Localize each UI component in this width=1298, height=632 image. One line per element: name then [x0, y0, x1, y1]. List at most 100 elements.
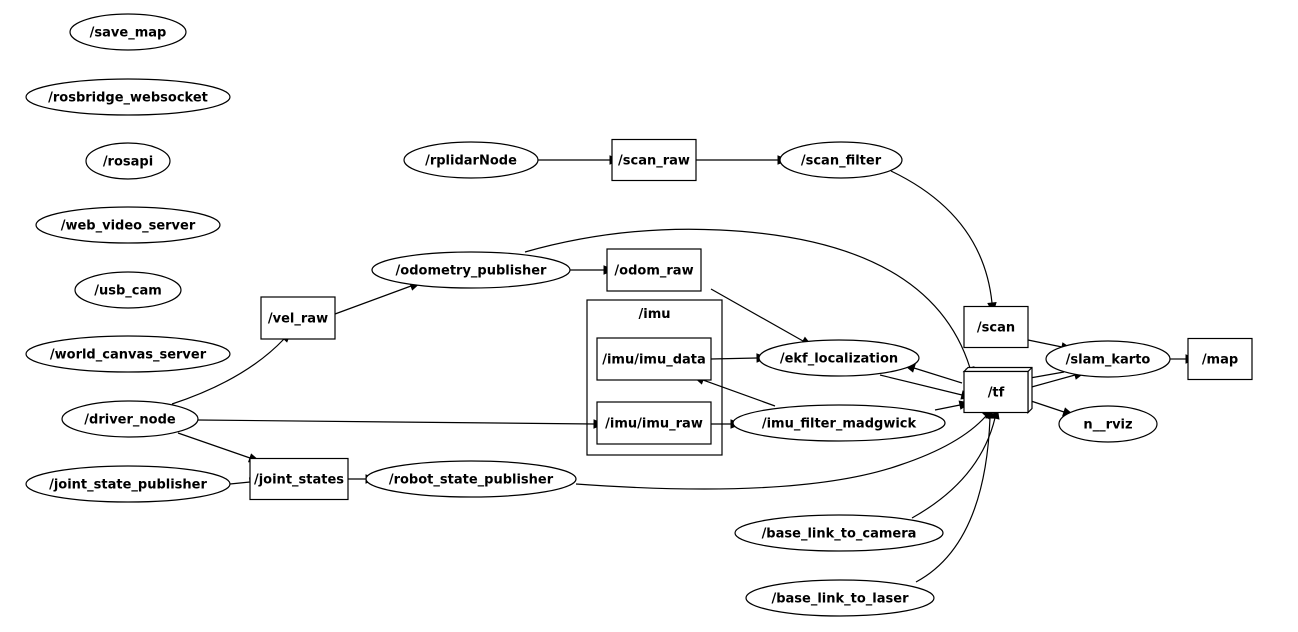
node-label: /driver_node [84, 413, 176, 428]
node-vel-raw[interactable]: /vel_raw [260, 296, 336, 340]
node-scan[interactable]: /scan [963, 305, 1029, 349]
node-imu-imu-data[interactable]: /imu/imu_data [596, 337, 712, 381]
node-save-map[interactable]: /save_map [69, 13, 187, 51]
node-base-link-to-camera[interactable]: /base_link_to_camera [734, 514, 944, 552]
edge-line [1029, 371, 1065, 379]
node-base-link-to-laser[interactable]: /base_link_to_laser [745, 579, 935, 617]
node-label: /save_map [90, 26, 167, 41]
node-ellipse [85, 142, 171, 180]
node-world-canvas-server[interactable]: /world_canvas_server [25, 335, 231, 373]
node-label: /base_link_to_camera [762, 527, 917, 542]
edge-line [575, 415, 987, 490]
edge-line [334, 285, 412, 315]
node-ellipse [732, 404, 946, 442]
edge-line [1027, 339, 1063, 348]
edge-driver-node-to-joint-states [177, 432, 261, 463]
node-label: /robot_state_publisher [389, 473, 554, 488]
node-ellipse [371, 251, 571, 289]
node-ekf-localization[interactable]: /ekf_localization [758, 339, 920, 377]
node-label: /rplidarNode [425, 154, 517, 169]
node-label: /scan [977, 321, 1015, 336]
edge-line [915, 417, 991, 583]
edge-line [710, 357, 758, 360]
node-ellipse [403, 141, 539, 179]
edge-line [177, 432, 251, 459]
node-joint-states[interactable]: /joint_states [249, 457, 349, 501]
node-label: /usb_cam [94, 284, 162, 299]
node-label: /scan_filter [801, 154, 882, 169]
node-label: /imu/imu_raw [605, 417, 703, 432]
edge-line [171, 338, 285, 405]
edge-line [1027, 374, 1076, 389]
node-label: /odometry_publisher [396, 264, 547, 279]
node-ellipse [25, 465, 231, 503]
node-rosbridge-websocket[interactable]: /rosbridge_websocket [25, 78, 231, 116]
edge-base-link-to-laser-to-tf [915, 406, 995, 583]
node-label: /imu_filter_madgwick [762, 417, 917, 432]
node-ellipse [745, 579, 935, 617]
edge-line [197, 419, 595, 425]
node-odometry-publisher[interactable]: /odometry_publisher [371, 251, 571, 289]
node-joint-state-publisher[interactable]: /joint_state_publisher [25, 465, 231, 503]
node-imu-imu-raw[interactable]: /imu/imu_raw [596, 401, 712, 445]
node-robot-state-publisher[interactable]: /robot_state_publisher [365, 460, 577, 498]
node-tf[interactable]: /tf [962, 366, 1033, 414]
node-box [963, 305, 1029, 349]
node-box [611, 138, 697, 182]
node-label: /map [1202, 353, 1238, 368]
node-usb-cam[interactable]: /usb_cam [74, 271, 182, 309]
edge-scan-filter-to-scan [890, 170, 997, 315]
edge-line [229, 481, 251, 485]
node-imu-filter-madgwick[interactable]: /imu_filter_madgwick [732, 404, 946, 442]
node-box [596, 401, 712, 445]
node-box [249, 457, 349, 501]
node-n-rviz[interactable]: n__rviz [1058, 405, 1158, 443]
node-label: /rosbridge_websocket [48, 91, 208, 106]
node-rplidarNode[interactable]: /rplidarNode [403, 141, 539, 179]
node-rosapi[interactable]: /rosapi [85, 142, 171, 180]
edge-line [702, 379, 776, 407]
edge-driver-node-to-imu-imu-raw [197, 419, 606, 429]
edge-vel-raw-to-odometry-publisher [334, 281, 422, 315]
node-label: n__rviz [1083, 418, 1132, 433]
node-slam-karto[interactable]: /slam_karto [1045, 340, 1171, 378]
node-web-video-server[interactable]: /web_video_server [35, 206, 221, 244]
node-ellipse [74, 271, 182, 309]
node-label: /web_video_server [61, 219, 196, 234]
node-box [596, 337, 712, 381]
node-ellipse [779, 141, 903, 179]
node-label: /world_canvas_server [50, 348, 207, 363]
node-ellipse [25, 78, 231, 116]
edge-line [879, 374, 963, 396]
node-odom-raw[interactable]: /odom_raw [606, 248, 702, 292]
node-driver-node[interactable]: /driver_node [61, 400, 199, 438]
cluster-label: /imu [638, 307, 670, 322]
edge-line [524, 228, 971, 369]
node-label: /base_link_to_laser [771, 592, 909, 607]
edge-tf-to-n-rviz [1027, 399, 1075, 417]
node-ellipse [758, 339, 920, 377]
edge-line [934, 404, 961, 411]
node-label: /imu/imu_data [602, 353, 706, 368]
node-label: /ekf_localization [780, 352, 898, 367]
node-box [260, 296, 336, 340]
node-ellipse [61, 400, 199, 438]
node-ellipse [69, 13, 187, 51]
node-scan-raw[interactable]: /scan_raw [611, 138, 697, 182]
node-ellipse [25, 335, 231, 373]
node-label: /odom_raw [614, 264, 693, 279]
edge-line [1027, 399, 1065, 413]
node-label: /tf [988, 386, 1005, 401]
edge-rplidarNode-to-scan-raw [538, 155, 622, 165]
cluster-frame [586, 299, 723, 456]
edge-line [710, 288, 804, 342]
node-box3d-edge [1027, 367, 1033, 372]
node-map[interactable]: /map [1187, 337, 1253, 381]
node-ellipse [1058, 405, 1158, 443]
edge-tf-to-ekf-localization [903, 363, 963, 384]
node-scan-filter[interactable]: /scan_filter [779, 141, 903, 179]
node-label: /joint_state_publisher [49, 478, 207, 493]
node-label: /slam_karto [1066, 353, 1151, 368]
node-ellipse [1045, 340, 1171, 378]
